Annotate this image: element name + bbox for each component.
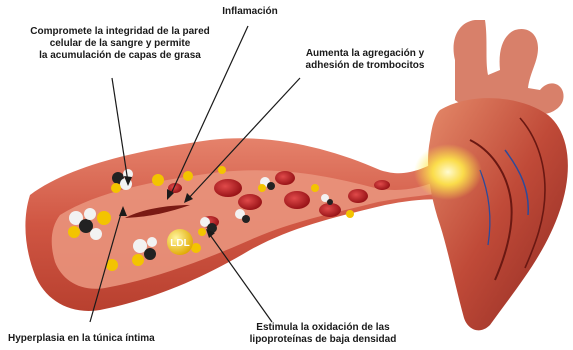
heart-body	[428, 98, 568, 330]
label-hyperplasia: Hyperplasia en la túnica íntima	[8, 333, 178, 345]
inflammation-glow	[414, 144, 482, 200]
ldl-label: LDL	[170, 238, 189, 249]
red-blood-cell	[275, 171, 295, 185]
red-blood-cell	[284, 191, 310, 209]
label-aggregation: Aumenta la agregación y adhesión de trom…	[300, 48, 430, 72]
fat-particle	[97, 211, 111, 225]
red-blood-cell	[348, 189, 368, 203]
fat-particle	[152, 174, 164, 186]
fat-particle	[311, 184, 319, 192]
fat-particle	[218, 166, 226, 174]
red-blood-cell	[374, 180, 390, 190]
label-inflammation: Inflamación	[210, 6, 290, 18]
label-wall-integrity: Compromete la integridad de la pared cel…	[20, 26, 220, 62]
red-blood-cell	[214, 179, 242, 197]
red-blood-cell	[319, 203, 341, 217]
fat-particle	[183, 171, 193, 181]
label-oxidation: Estimula la oxidación de las lipoproteín…	[238, 322, 408, 346]
fat-particle	[346, 210, 354, 218]
red-blood-cell	[238, 194, 262, 210]
